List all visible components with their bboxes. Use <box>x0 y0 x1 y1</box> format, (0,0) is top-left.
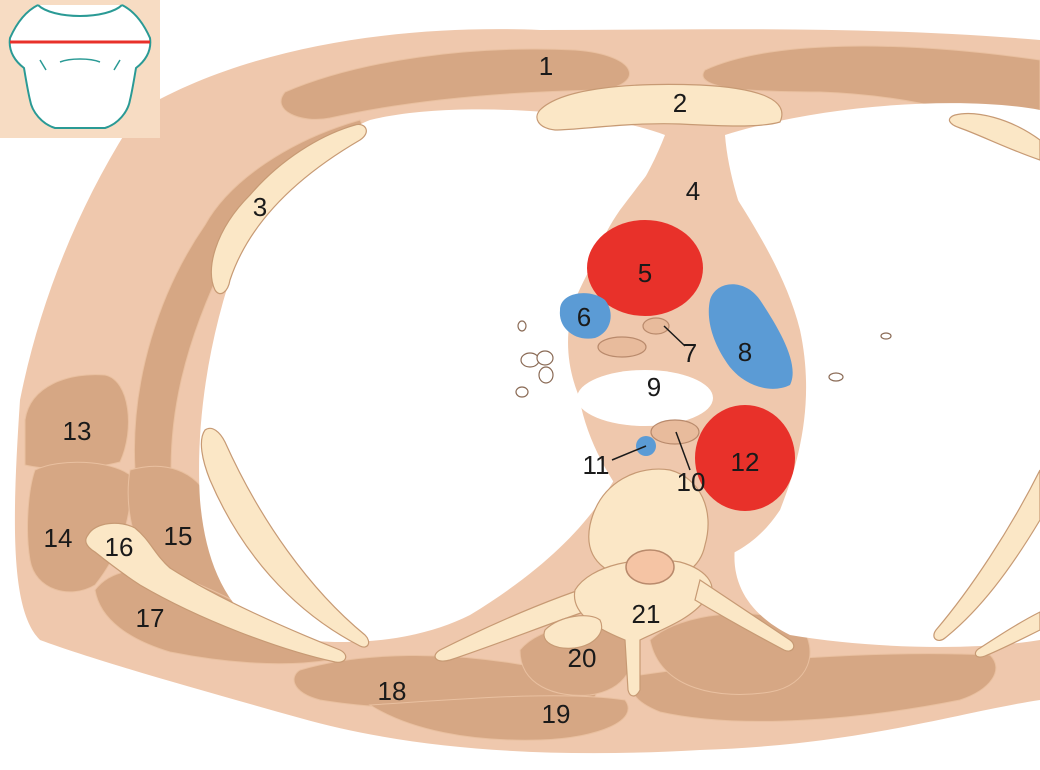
label-15: 15 <box>164 521 193 551</box>
label-6: 6 <box>577 302 591 332</box>
hilum-node <box>515 386 529 398</box>
label-12: 12 <box>731 447 760 477</box>
hilum-node <box>828 372 844 382</box>
label-8: 8 <box>738 337 752 367</box>
descending-aorta <box>695 405 795 511</box>
locator-thumbnail <box>0 0 160 138</box>
torso-detail <box>39 58 121 71</box>
label-3: 3 <box>253 192 267 222</box>
scapula <box>85 522 347 663</box>
lung-left <box>199 109 666 643</box>
label-20: 20 <box>568 643 597 673</box>
hilum-node <box>538 366 554 384</box>
label-11: 11 <box>583 450 610 480</box>
label-13: 13 <box>63 416 92 446</box>
label-16: 16 <box>105 532 134 562</box>
leader-line-7 <box>663 325 686 347</box>
label-1: 1 <box>539 51 553 81</box>
label-10: 10 <box>677 467 706 497</box>
brachiocephalic-vein <box>708 284 793 389</box>
hilum-node <box>536 350 554 366</box>
leader-line-10 <box>675 431 691 471</box>
rib-head-20 <box>543 615 603 649</box>
label-14: 14 <box>44 523 73 553</box>
rib-right-upper <box>948 112 1040 161</box>
torso-outline <box>8 4 152 129</box>
hilum-node <box>880 332 892 340</box>
superior-vena-cava <box>559 293 611 339</box>
structure-7 <box>642 317 670 335</box>
label-5: 5 <box>638 258 652 288</box>
label-7: 7 <box>683 338 697 368</box>
label-4: 4 <box>686 176 700 206</box>
trachea <box>577 370 713 426</box>
label-2: 2 <box>673 88 687 118</box>
rib-lateral-left <box>200 427 370 648</box>
spinal-cord <box>625 549 675 585</box>
sternum <box>536 83 783 131</box>
esophagus <box>650 419 700 445</box>
hilum-node <box>520 352 540 368</box>
ascending-aorta <box>587 220 703 316</box>
rib-3 <box>210 123 367 295</box>
transverse-process-right <box>694 579 795 652</box>
label-21: 21 <box>632 599 661 629</box>
hilum-node <box>517 320 527 332</box>
label-19: 19 <box>542 699 571 729</box>
label-18: 18 <box>378 676 407 706</box>
leader-line-11 <box>611 445 647 461</box>
label-17: 17 <box>136 603 165 633</box>
lymph-node <box>597 336 647 358</box>
rib-right-posterior <box>974 611 1040 658</box>
rib-right-lower <box>933 469 1040 642</box>
label-9: 9 <box>647 372 661 402</box>
muscle-19 <box>368 695 629 741</box>
lung-right <box>725 103 1040 647</box>
